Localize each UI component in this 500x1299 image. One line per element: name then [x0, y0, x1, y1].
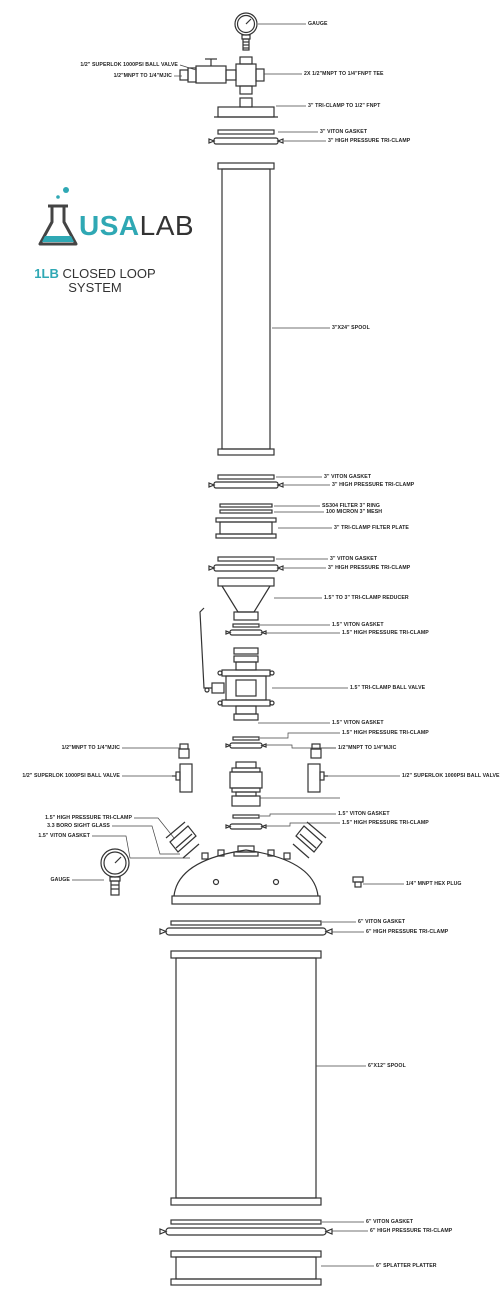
right-ball-valve-icon [307, 763, 328, 793]
left-mnpt-icon [178, 743, 190, 759]
splatter-platter-icon [170, 1250, 322, 1286]
spool-3x24-icon [217, 162, 275, 456]
label-gasket-15-c: 1.5" VITON GASKET [338, 811, 390, 817]
triclamp-fnpt-icon [214, 97, 278, 118]
diagram-title: 1LB CLOSED LOOP SYSTEM [30, 267, 160, 295]
gasket-3-a-icon [217, 129, 275, 135]
label-tee: 2X 1/2"MNPT TO 1/4"FNPT TEE [304, 71, 384, 77]
gasket-6-b-icon [170, 1219, 322, 1225]
clamp-6-b-icon [159, 1227, 333, 1236]
clamp-6-a-icon [159, 927, 333, 936]
label-gasket-3-b: 3" VITON GASKET [324, 474, 372, 480]
label-mnpt-left: 1/2"MNPT TO 1/4"MJIC [61, 745, 120, 751]
filter-plate-icon [215, 517, 277, 539]
clamp-15-c-icon [225, 823, 267, 830]
logo-lab: LAB [139, 210, 195, 241]
flask-icon [38, 187, 78, 246]
label-gasket-15-a: 1.5" VITON GASKET [332, 622, 384, 628]
gasket-15-a-icon [232, 623, 260, 628]
clamp-3-c-icon [208, 564, 284, 572]
title-line1: CLOSED LOOP [62, 266, 156, 281]
gauge-mid-icon [100, 848, 130, 896]
label-ball-valve-top: 1/2" SUPERLOK 1000PSI BALL VALVE [80, 62, 178, 68]
label-ball-valve-right: 1/2" SUPERLOK 1000PSI BALL VALVE [402, 773, 500, 779]
label-gasket-15-b: 1.5" VITON GASKET [332, 720, 384, 726]
title-highlight: 1LB [34, 266, 59, 281]
top-ball-valve-icon [179, 58, 227, 84]
label-gasket-3-c: 3" VITON GASKET [330, 556, 378, 562]
label-gasket-3-a: 3" VITON GASKET [320, 129, 368, 135]
label-hex-plug: 1/4" MNPT HEX PLUG [406, 881, 462, 887]
vessel-lid-icon [171, 845, 321, 905]
label-filter-ring: SS304 FILTER 3" RING [322, 503, 380, 509]
label-clamp-6-a: 6" HIGH PRESSURE TRI-CLAMP [366, 929, 449, 935]
hex-plug-icon [352, 876, 364, 888]
label-clamp-6-b: 6" HIGH PRESSURE TRI-CLAMP [370, 1228, 453, 1234]
leader-lines [72, 23, 404, 1267]
label-mnpt-right: 1/2"MNPT TO 1/4"MJIC [338, 745, 397, 751]
logo: USALAB [79, 210, 194, 242]
spool-6x12-icon [170, 950, 322, 1206]
filter-ring-icon [219, 503, 273, 508]
mesh-icon [219, 509, 273, 514]
label-sight-glass: 3.3 BORO SIGHT GLASS [47, 823, 110, 829]
clamp-15-b-icon [225, 742, 267, 749]
label-reducer: 1.5" TO 3" TRI-CLAMP REDUCER [324, 595, 409, 601]
label-clamp-3-c: 3" HIGH PRESSURE TRI-CLAMP [328, 565, 411, 571]
label-splatter: 6" SPLATTER PLATTER [376, 1263, 437, 1269]
ball-valve-15-icon [199, 607, 275, 721]
label-clamp-3-b: 3" HIGH PRESSURE TRI-CLAMP [332, 482, 415, 488]
label-clamp-15-c: 1.5" HIGH PRESSURE TRI-CLAMP [342, 820, 429, 826]
label-spool-3x24: 3"X24" SPOOL [332, 325, 370, 331]
label-mesh: 100 MICRON 3" MESH [326, 509, 383, 515]
left-ball-valve-icon [172, 763, 193, 793]
gasket-15-c-icon [232, 814, 260, 819]
right-mnpt-icon [310, 743, 322, 759]
gauge-top-icon [234, 12, 258, 51]
gasket-3-b-icon [217, 474, 275, 480]
clamp-3-b-icon [208, 481, 284, 489]
gasket-15-b-icon [232, 736, 260, 741]
reducer-icon [217, 577, 275, 621]
label-clamp-15-a: 1.5" HIGH PRESSURE TRI-CLAMP [342, 630, 429, 636]
center-fitting-icon [229, 761, 263, 807]
label-ball-valve-15: 1.5" TRI-CLAMP BALL VALVE [350, 685, 426, 691]
label-clamp-15-b: 1.5" HIGH PRESSURE TRI-CLAMP [342, 730, 429, 736]
label-filter-plate: 3" TRI-CLAMP FILTER PLATE [334, 525, 409, 531]
label-sight-clamp: 1.5" HIGH PRESSURE TRI-CLAMP [45, 815, 132, 821]
label-gauge-top: GAUGE [308, 21, 328, 27]
label-spool-6x12: 6"X12" SPOOL [368, 1063, 406, 1069]
sight-glass-right-icon [292, 821, 327, 859]
label-sight-gasket: 1.5" VITON GASKET [38, 833, 90, 839]
label-gasket-6-a: 6" VITON GASKET [358, 919, 406, 925]
gasket-3-c-icon [217, 556, 275, 562]
label-ball-valve-left: 1/2" SUPERLOK 1000PSI BALL VALVE [22, 773, 120, 779]
gasket-6-a-icon [170, 920, 322, 926]
clamp-3-a-icon [208, 137, 284, 145]
label-mnpt-top: 1/2"MNPT TO 1/4"MJIC [113, 73, 172, 79]
label-gasket-6-b: 6" VITON GASKET [366, 1219, 414, 1225]
logo-usa: USA [79, 210, 140, 241]
sight-glass-left-icon [165, 821, 200, 859]
label-triclamp-fnpt: 3" TRI-CLAMP TO 1/2" FNPT [308, 103, 381, 109]
clamp-15-a-icon [225, 629, 267, 636]
title-line2: SYSTEM [68, 280, 122, 295]
tee-icon [225, 56, 265, 95]
label-clamp-3-a: 3" HIGH PRESSURE TRI-CLAMP [328, 138, 411, 144]
label-gauge-mid: GAUGE [50, 877, 70, 883]
